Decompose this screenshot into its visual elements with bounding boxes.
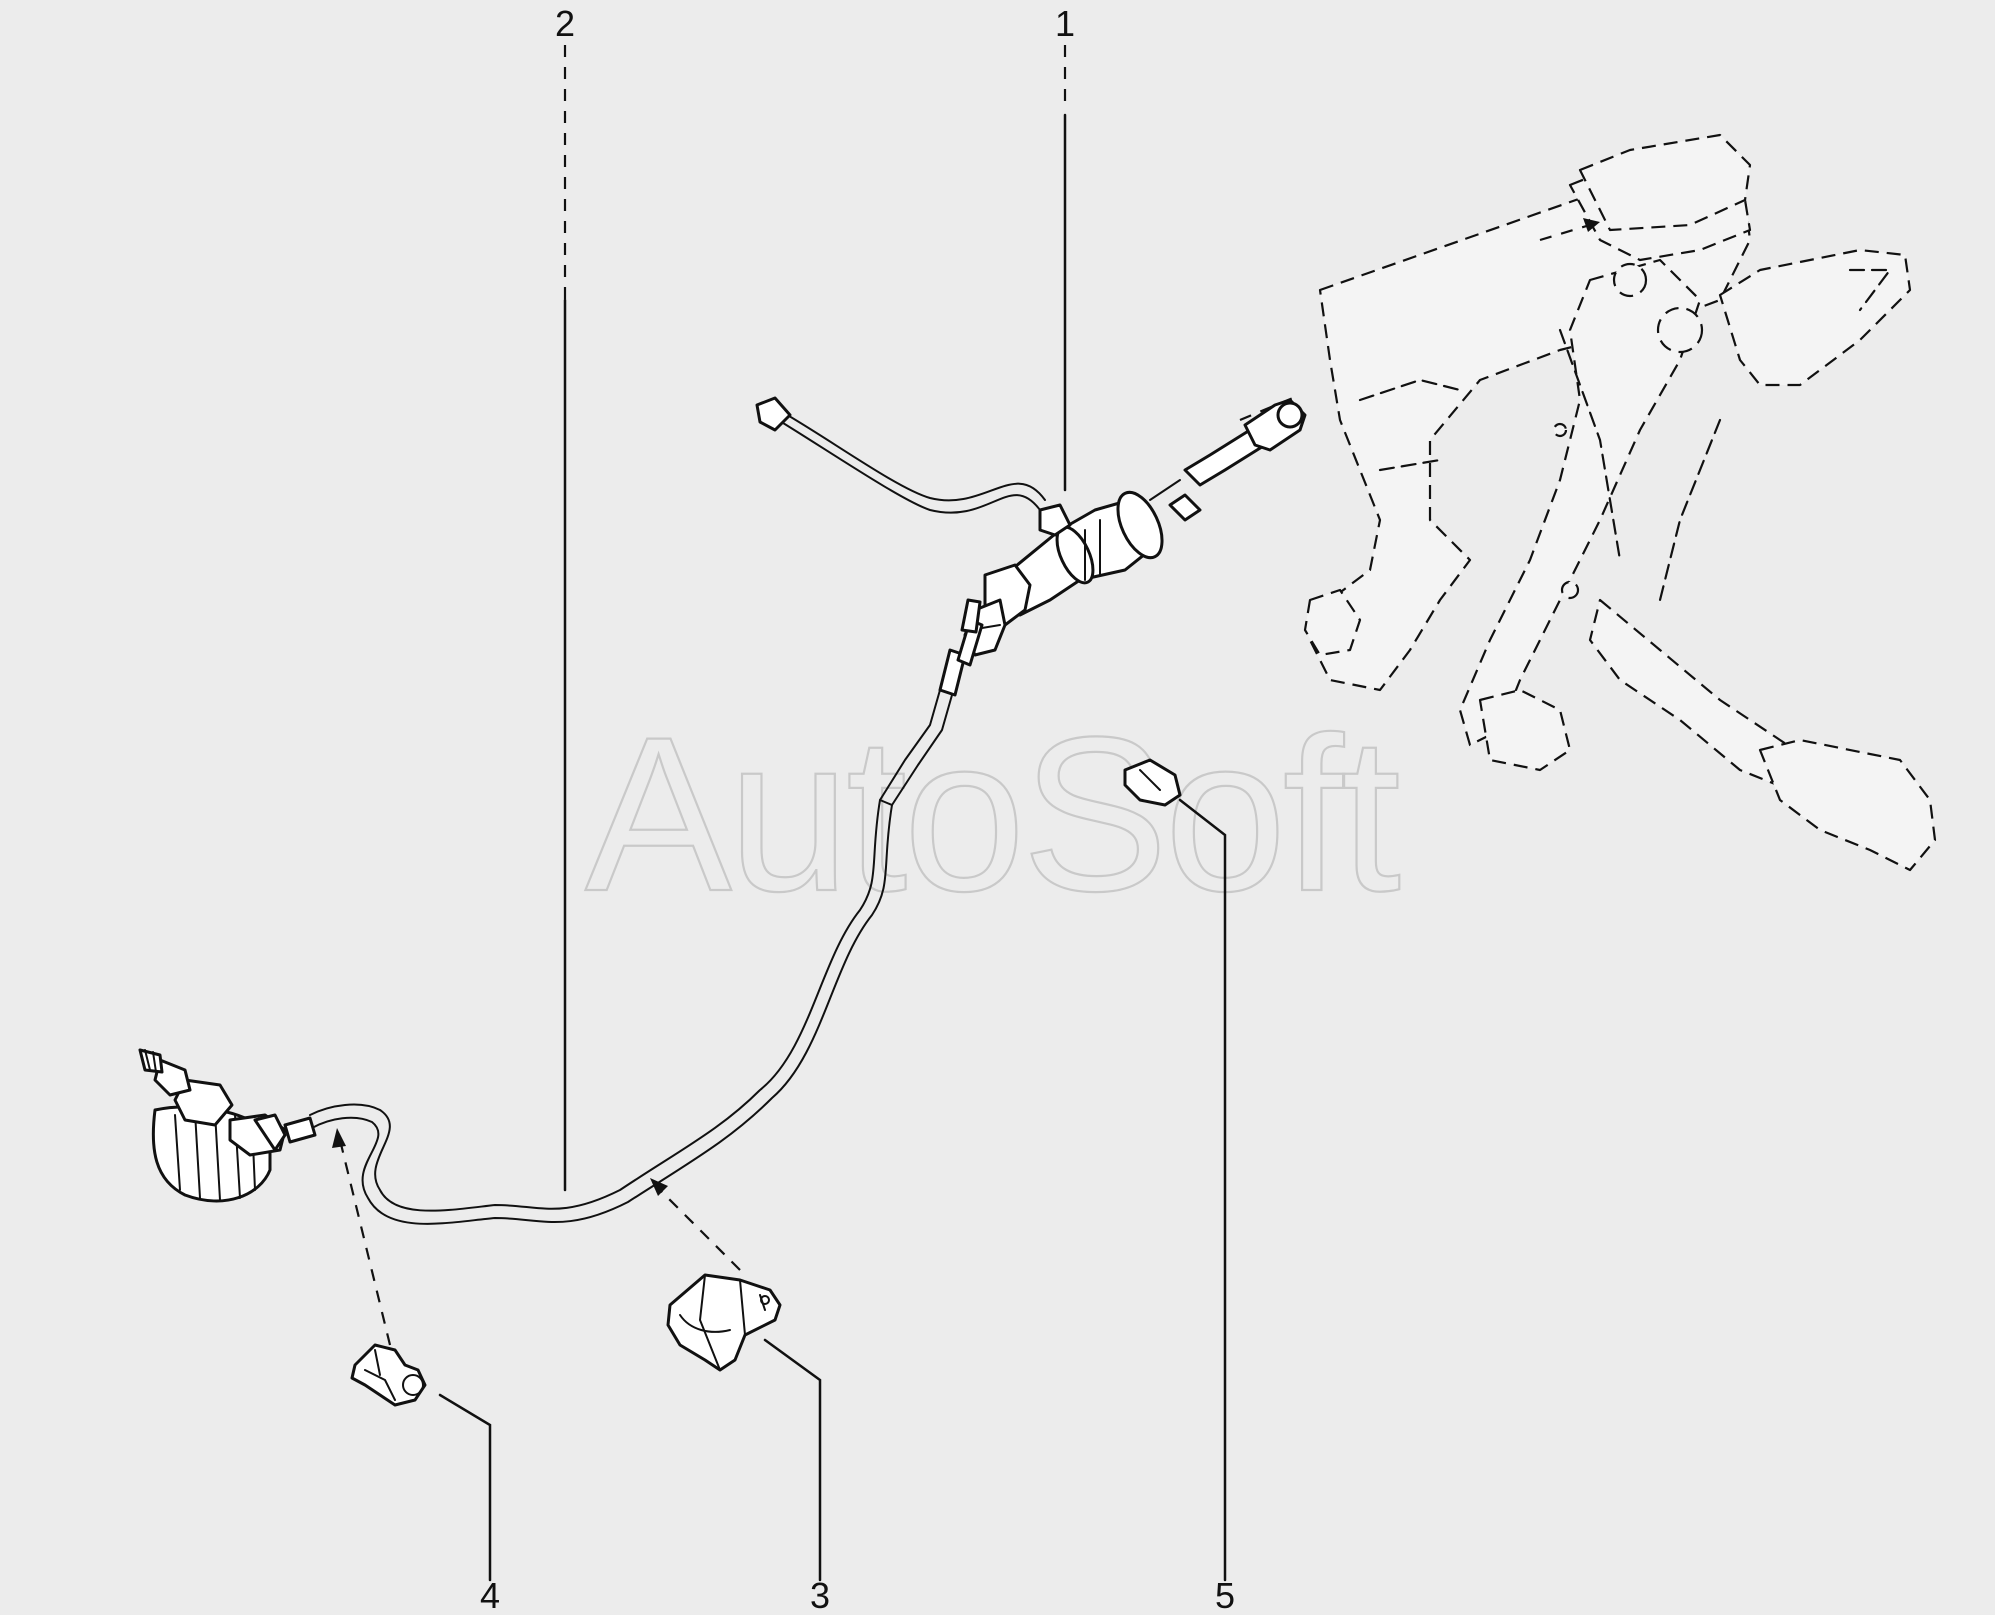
leader-lines [332,45,1227,1582]
callout-1: 1 [1055,3,1075,44]
reservoir-hose-fitting [755,396,792,432]
line-clip-part-3 [666,1273,782,1372]
callout-2: 2 [555,3,575,44]
clutch-master-cylinder [963,398,1307,657]
reservoir-hose [769,414,1041,514]
watermark: AutoSoft [585,691,1400,937]
clutch-hydraulic-line [309,598,984,1225]
clutch-slave-cylinder [138,1048,317,1203]
callout-3: 3 [810,1575,830,1615]
grommet-part-5 [1123,758,1182,807]
callout-5: 5 [1215,1575,1235,1615]
line-clip-part-4 [350,1343,427,1407]
callout-4: 4 [480,1575,500,1615]
pedal-box-ghost [1303,133,1937,872]
reservoir-hose-edge [769,404,1046,502]
